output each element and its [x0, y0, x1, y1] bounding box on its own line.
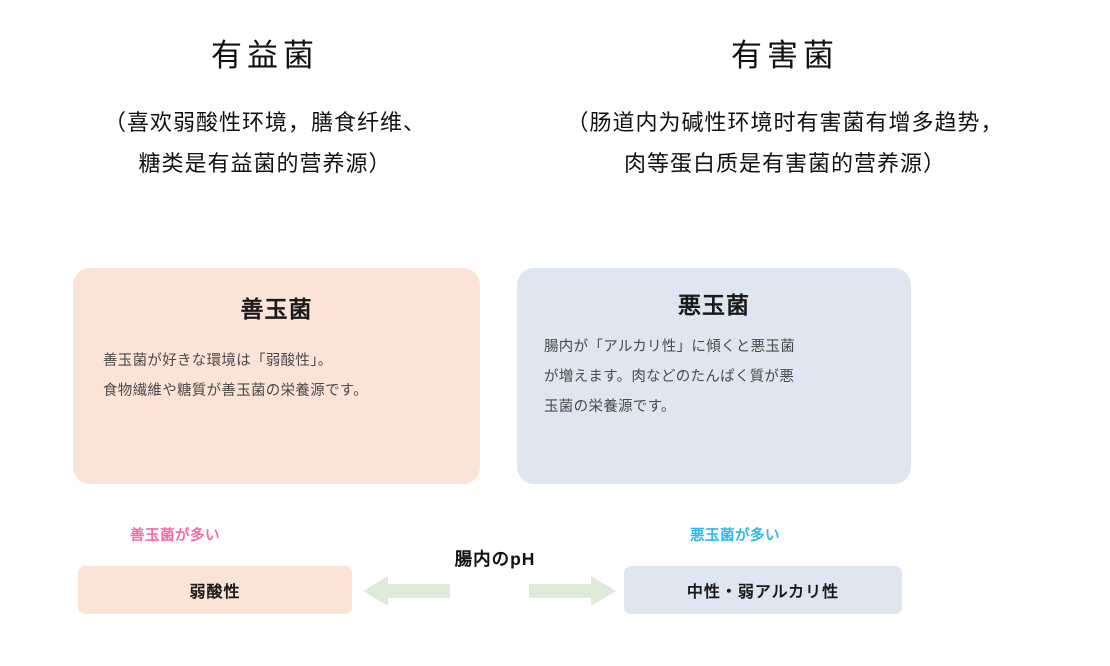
- bad-bacteria-card-body: 腸内が「アルカリ性」に傾くと悪玉菌 が増えます。肉などのたんぱく質が悪 玉菌の栄…: [544, 332, 884, 422]
- info-cards-section: 善玉菌 善玉菌が好きな環境は「弱酸性」。 食物繊維や糖質が善玉菌の栄養源です。 …: [0, 268, 1110, 484]
- good-bacteria-card-title: 善玉菌: [240, 296, 313, 322]
- bad-bacteria-card-line1: 腸内が「アルカリ性」に傾くと悪玉菌: [544, 339, 796, 355]
- arrow-left-icon: [363, 576, 450, 606]
- beneficial-bacteria-note-line2: 糖类是有益菌的营养源）: [138, 151, 392, 176]
- bad-bacteria-card-title: 悪玉菌: [678, 292, 750, 318]
- good-bacteria-card: 善玉菌 善玉菌が好きな環境は「弱酸性」。 食物繊維や糖質が善玉菌の栄養源です。: [73, 268, 480, 484]
- beneficial-bacteria-note: （喜欢弱酸性环境，膳食纤维、 糖类是有益菌的营养源）: [25, 102, 505, 184]
- ph-bar-neutral-weak-alkaline: 中性・弱アルカリ性: [624, 566, 902, 614]
- beneficial-bacteria-note-line1: （喜欢弱酸性环境，膳食纤维、: [103, 110, 426, 135]
- good-bacteria-card-line2: 食物繊維や糖質が善玉菌の栄養源です。: [103, 383, 368, 399]
- harmful-bacteria-note-line1: （肠道内为碱性环境时有害菌有增多趋势，: [566, 110, 1004, 135]
- good-bacteria-card-body: 善玉菌が好きな環境は「弱酸性」。 食物繊維や糖質が善玉菌の栄養源です。: [103, 346, 450, 406]
- bad-bacteria-card-line3: 玉菌の栄養源です。: [544, 399, 676, 415]
- beneficial-bacteria-title: 有益菌: [211, 38, 319, 73]
- ph-tag-good-bacteria-high: 善玉菌が多い: [130, 528, 220, 544]
- bad-bacteria-card-line2: が増えます。肉などのたんぱく質が悪: [544, 369, 795, 385]
- beneficial-bacteria-header: 有益菌 （喜欢弱酸性环境，膳食纤维、 糖类是有益菌的营养源）: [25, 34, 505, 184]
- ph-center-label: 腸内のpH: [454, 549, 536, 569]
- good-bacteria-card-line1: 善玉菌が好きな環境は「弱酸性」。: [103, 353, 333, 369]
- ph-scale-section: 善玉菌が多い 悪玉菌が多い 腸内のpH 弱酸性 中性・弱アルカリ性: [0, 514, 1110, 634]
- ph-bar-weak-acidic: 弱酸性: [78, 566, 352, 614]
- harmful-bacteria-note-line2: 肉等蛋白质是有害菌的营养源）: [623, 151, 946, 176]
- arrow-right-icon: [529, 576, 616, 606]
- bad-bacteria-card: 悪玉菌 腸内が「アルカリ性」に傾くと悪玉菌 が増えます。肉などのたんぱく質が悪 …: [517, 268, 911, 484]
- headers-section: 有益菌 （喜欢弱酸性环境，膳食纤维、 糖类是有益菌的营养源） 有害菌 （肠道内为…: [0, 0, 1110, 250]
- harmful-bacteria-header: 有害菌 （肠道内为碱性环境时有害菌有增多趋势， 肉等蛋白质是有害菌的营养源）: [480, 34, 1090, 184]
- harmful-bacteria-title: 有害菌: [731, 38, 839, 73]
- harmful-bacteria-note: （肠道内为碱性环境时有害菌有增多趋势， 肉等蛋白质是有害菌的营养源）: [480, 102, 1090, 184]
- ph-tag-bad-bacteria-high: 悪玉菌が多い: [690, 528, 780, 544]
